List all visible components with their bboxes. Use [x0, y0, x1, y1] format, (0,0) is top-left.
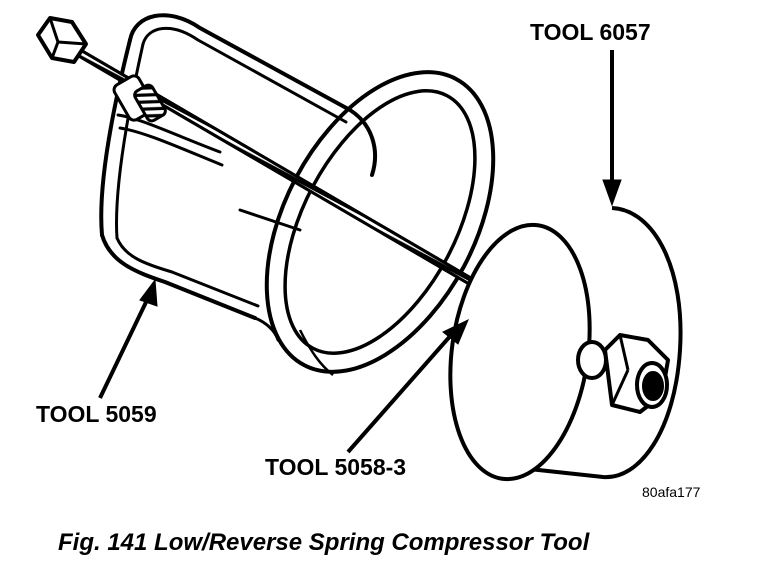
leader-arrows: [98, 50, 622, 454]
arrow-tool-5059: [98, 297, 150, 399]
hex-nut-left: [36, 16, 88, 64]
arrowhead-tool-5059: [139, 278, 158, 307]
label-tool-5058-3: TOOL 5058-3: [265, 454, 406, 480]
arrowhead-tool-6057: [602, 179, 622, 207]
figure-caption: Fig. 141 Low/Reverse Spring Compressor T…: [58, 529, 591, 556]
disc-hex-nut: [576, 333, 670, 414]
cage-frame-tool-5059: [99, 13, 377, 342]
shaft-collar: [112, 74, 167, 123]
threaded-shaft: [58, 36, 502, 304]
label-tool-6057: TOOL 6057: [530, 19, 651, 45]
label-tool-5059: TOOL 5059: [36, 401, 157, 427]
arrowhead-tool-5058-3: [442, 318, 469, 345]
arrow-tool-5058-3: [346, 332, 454, 454]
reference-code: 80afa177: [642, 484, 701, 500]
